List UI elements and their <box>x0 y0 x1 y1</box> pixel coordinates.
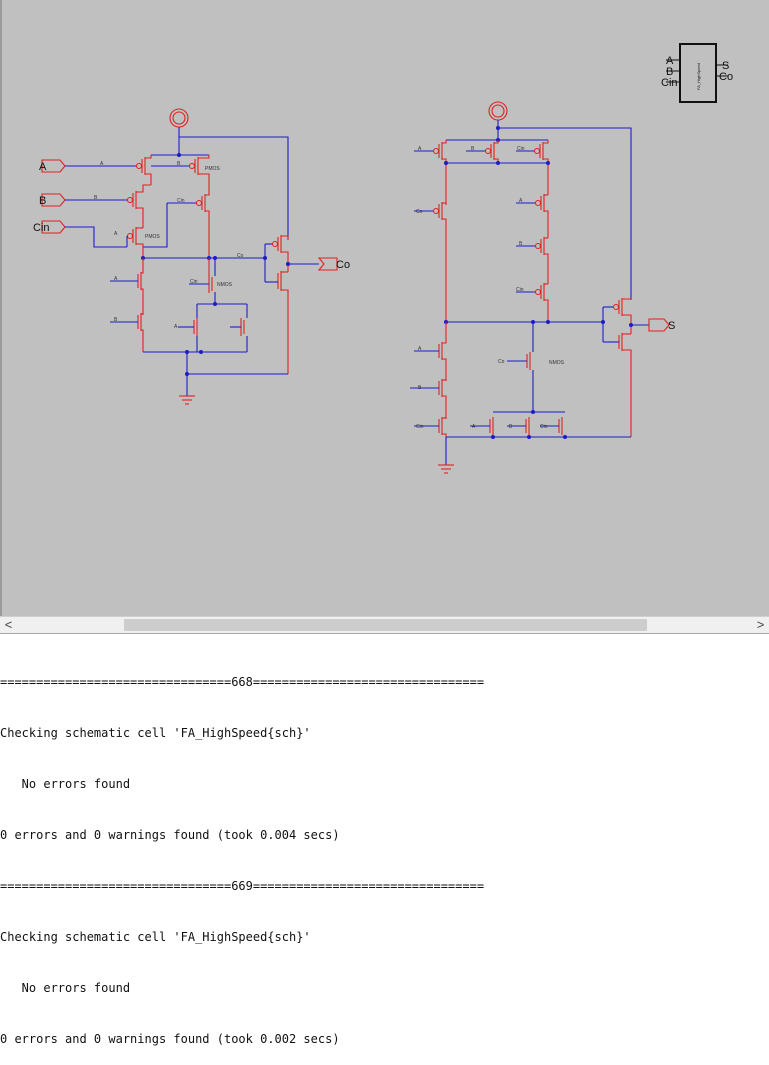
gate-label-b8: B <box>509 424 513 430</box>
scroll-left-arrow[interactable]: < <box>4 617 13 632</box>
symbol-name: FA_HighSpeed <box>696 63 701 90</box>
nmos-label-1: NMOS <box>217 282 233 288</box>
pmos-cin-right <box>516 140 549 195</box>
nmos-co-right: NMOS <box>507 322 565 412</box>
pmos-b-left-2 <box>126 184 151 228</box>
gate-label-cin6: Cin <box>516 287 524 293</box>
pin-cin[interactable]: Cin <box>33 220 66 234</box>
gate-label-b5: B <box>471 146 475 152</box>
gate-label-a1: A <box>100 161 104 167</box>
pmos-a-left <box>135 155 152 185</box>
pmos-cin-left-1 <box>195 190 210 258</box>
pin-a[interactable]: A <box>39 159 66 173</box>
pin-b[interactable]: B <box>39 193 66 207</box>
pmos-cin-left-2: PMOS <box>126 227 160 258</box>
messages-console[interactable]: ================================668=====… <box>0 640 769 1046</box>
nmos-b-right <box>410 379 447 419</box>
pmos-co-right <box>414 202 447 322</box>
pmos-label-2: PMOS <box>145 234 160 240</box>
fa-symbol[interactable]: A B Cin S Co FA_HighSpeed <box>661 43 733 103</box>
nmos-cin-right <box>414 417 447 437</box>
pmos-a-right <box>414 140 447 205</box>
horizontal-scrollbar[interactable]: < > <box>0 616 769 633</box>
gate-label-a5: A <box>418 146 422 152</box>
gate-label-a8: A <box>472 424 476 430</box>
symbol-pin-co: Co <box>719 71 733 83</box>
gate-label-cin5: Cin <box>517 146 525 152</box>
gate-label-b3: B <box>114 317 118 323</box>
console-line: No errors found <box>0 981 131 995</box>
nmos-label-2: NMOS <box>549 360 565 366</box>
panel-divider[interactable] <box>0 633 769 639</box>
vdd-symbol-left <box>169 108 189 137</box>
pmos-b-left-1: PMOS <box>188 155 220 190</box>
nmos-a-right <box>414 322 447 381</box>
gate-label-cin7: Cin <box>416 424 424 430</box>
pin-s[interactable]: S <box>648 318 675 332</box>
symbol-pin-cin: Cin <box>661 77 678 89</box>
nmos-cin-right-2 <box>540 417 563 435</box>
gate-label-co2: Co <box>498 359 505 365</box>
gate-label-b7: B <box>418 385 422 391</box>
pmos-b-right <box>466 140 499 163</box>
schematic-canvas[interactable]: A B Cin <box>0 0 769 616</box>
gate-label-co1: Co <box>416 209 423 215</box>
ground-symbol-right <box>438 437 454 474</box>
ground-symbol-left <box>179 374 195 405</box>
net-label-co: Co <box>237 253 244 259</box>
nmos-a-right-2 <box>470 417 494 435</box>
nmos-a-left-2 <box>178 304 198 352</box>
inverter-s <box>602 298 633 437</box>
gate-label-a7: A <box>418 346 422 352</box>
schematic-drawing: A B Cin <box>33 43 733 474</box>
pin-a-label: A <box>39 161 47 173</box>
console-line: Checking schematic cell 'FA_HighSpeed{sc… <box>0 930 311 944</box>
scroll-right-arrow[interactable]: > <box>756 617 765 632</box>
scroll-thumb[interactable] <box>124 619 647 631</box>
gate-label-b1: B <box>177 161 181 167</box>
gate-label-cin8: Cin <box>540 424 548 430</box>
vdd-symbol-right <box>488 101 508 140</box>
pmos-a-right-2 <box>516 194 549 238</box>
nmos-b-left <box>110 313 144 352</box>
symbol-pin-b: B <box>666 66 673 78</box>
pin-co[interactable]: Co <box>317 257 350 271</box>
symbol-pin-a: A <box>666 55 674 67</box>
nmos-b-right-2 <box>507 417 530 435</box>
console-line: No errors found <box>0 777 131 791</box>
gate-label-b6: B <box>519 241 523 247</box>
pin-cin-label: Cin <box>33 222 50 234</box>
nmos-b-left-2 <box>230 304 248 352</box>
symbol-pin-s: S <box>722 60 729 72</box>
gate-label-cin1: Cin <box>177 198 185 204</box>
pin-co-label: Co <box>336 259 350 271</box>
console-line: Checking schematic cell 'FA_HighSpeed{sc… <box>0 726 311 740</box>
console-line: ================================668=====… <box>0 675 485 689</box>
console-line: 0 errors and 0 warnings found (took 0.00… <box>0 828 340 842</box>
pmos-b-right-2 <box>516 237 549 284</box>
console-line: ================================669=====… <box>0 879 485 893</box>
console-line: 0 errors and 0 warnings found (took 0.00… <box>0 1032 340 1046</box>
gate-label-cin3: Cin <box>190 279 198 285</box>
sum-circuit: A B Cin <box>410 101 675 474</box>
inverter-co <box>264 235 290 374</box>
gate-label-a2: A <box>114 231 118 237</box>
gate-label-a3: A <box>114 276 118 282</box>
pin-b-label: B <box>39 195 46 207</box>
nmos-a-left <box>110 258 144 315</box>
gate-label-a4: A <box>174 324 178 330</box>
pmos-cin-right-2 <box>516 283 549 322</box>
pin-s-label: S <box>668 320 675 332</box>
pmos-label-1: PMOS <box>205 166 220 172</box>
gate-label-a6: A <box>519 198 523 204</box>
carry-circuit: A B Cin <box>33 108 350 405</box>
gate-label-b2: B <box>94 195 98 201</box>
